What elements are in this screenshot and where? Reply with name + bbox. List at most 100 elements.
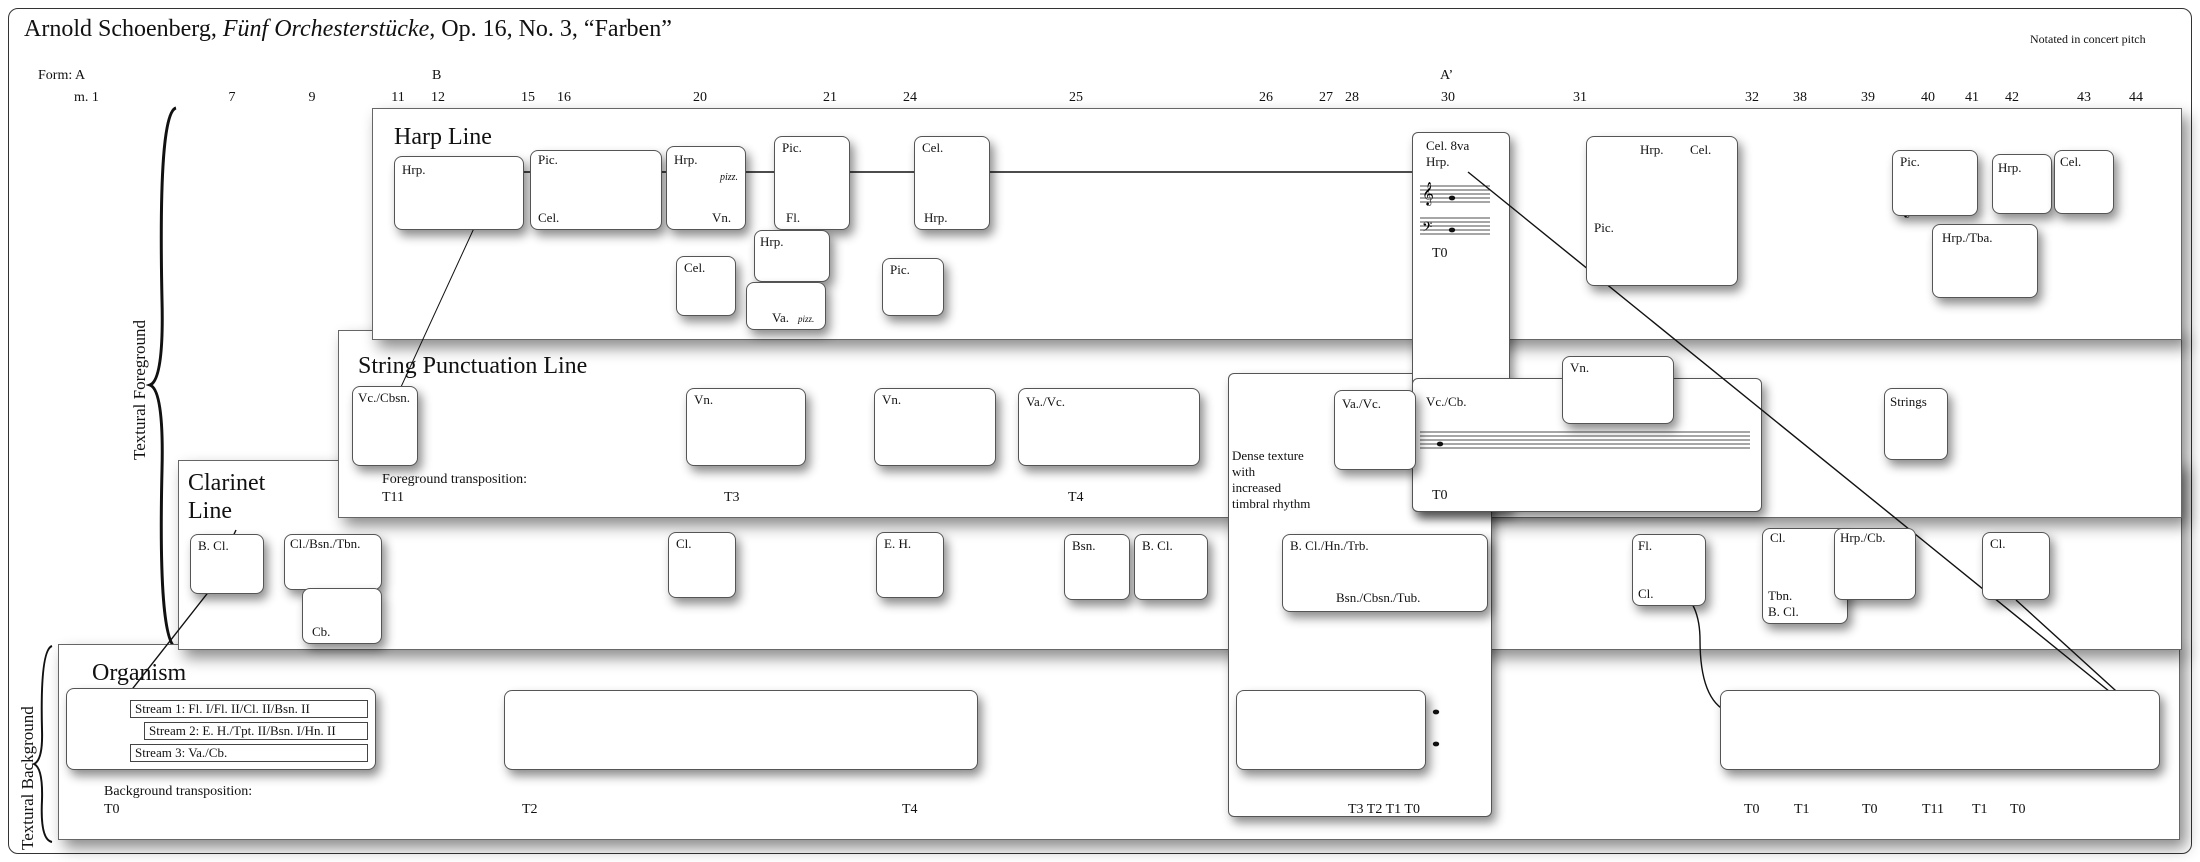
box-hrp-small — [754, 230, 830, 282]
box-organism-4 — [1720, 690, 2160, 770]
dense-text-2: with — [1232, 464, 1256, 479]
box-va-vc2 — [1334, 390, 1416, 470]
box-cl-tbn — [1762, 528, 1848, 624]
label-hrp: Hrp. — [402, 162, 426, 177]
label-vn1: Vn. — [694, 392, 714, 407]
measure-number: 32 — [1745, 90, 1759, 105]
label-r-pic: Pic. — [1900, 154, 1920, 169]
stream-2: Stream 2: E. H./Tpt. II/Bsn. I/Hn. II — [144, 722, 368, 740]
label-pizz: pizz. — [720, 172, 739, 183]
bg-transposition: T1 — [1794, 802, 1810, 817]
label-vn2: Vn. — [882, 392, 902, 407]
bg-transposition: T0 — [1744, 802, 1760, 817]
notehead — [1436, 441, 1444, 447]
box-cel-hrp — [914, 136, 990, 230]
cl3-to-organism-line — [2015, 599, 2127, 701]
box-pic-fl — [774, 136, 850, 230]
organism-title: Organism — [92, 660, 187, 686]
label-cl3: Cl. — [1990, 536, 2006, 551]
label-tbn-bcl: B. Cl. — [1768, 604, 1799, 619]
measure-number: 44 — [2129, 90, 2143, 105]
box-pic-small — [882, 258, 944, 316]
measure-prefix: m. 1 — [74, 90, 99, 105]
label-bsn: Bsn. — [1072, 538, 1096, 553]
bass-clef: 𝄢 — [1422, 219, 1432, 238]
label-cel8va: Cel. 8va — [1426, 138, 1470, 153]
label-vn3: Vn. — [1570, 360, 1590, 375]
measure-number: 9 — [308, 90, 316, 105]
box-organism-2 — [504, 690, 978, 770]
box-r-cel — [2054, 150, 2114, 214]
label-big-cel: Cel. — [1690, 142, 1712, 157]
pitch-note: Notated in concert pitch — [2030, 32, 2146, 46]
label-strings: Strings — [1890, 394, 1927, 409]
label-eh: E. H. — [884, 536, 912, 551]
label-fl-cl: Cl. — [1638, 586, 1654, 601]
label-cl-bsn-tbn: Cl./Bsn./Tbn. — [290, 536, 361, 551]
label-bcl2: B. Cl. — [1142, 538, 1173, 553]
box-hrp-cel-pic — [1586, 136, 1738, 286]
label-hrp-cb: Hrp./Cb. — [1840, 530, 1886, 545]
measure-number: 20 — [693, 90, 707, 105]
measure-number: 11 — [391, 90, 405, 105]
string-t0: T0 — [1432, 488, 1448, 503]
box-vn2 — [874, 388, 996, 466]
diagram-frame — [8, 8, 2192, 854]
measure-number: 39 — [1861, 90, 1875, 105]
label-va-small: Va. — [772, 310, 789, 325]
label-va-pizz: pizz. — [798, 314, 815, 324]
section-b: B — [432, 68, 442, 83]
measure-number: 27 — [1319, 90, 1333, 105]
measure-number: 7 — [228, 90, 236, 105]
box-cb — [302, 588, 382, 644]
label-pic: Pic. — [538, 152, 558, 167]
box-bsn — [1064, 534, 1130, 600]
measure-number: 12 — [431, 90, 445, 105]
bg-transposition: T1 — [1972, 802, 1988, 817]
harp-to-organism-line — [1467, 171, 2121, 701]
box-eh — [876, 532, 944, 598]
box-strings — [1884, 388, 1948, 460]
measure-number: 26 — [1259, 90, 1273, 105]
measure-number: 40 — [1921, 90, 1935, 105]
bg-transposition: T0 — [2010, 802, 2026, 817]
box-bcl-hn-trb — [1282, 534, 1488, 612]
box-cl1 — [668, 532, 736, 598]
measure-number: 31 — [1573, 90, 1587, 105]
label-fl: Fl. — [786, 210, 801, 225]
label-cl2: Cl. — [1770, 530, 1786, 545]
label-cel-hrp: Cel. — [922, 140, 944, 155]
harp-title: Harp Line — [394, 124, 492, 150]
string-title: String Punctuation Line — [358, 353, 588, 379]
label-tbn: Tbn. — [1768, 588, 1793, 603]
measure-number: 41 — [1965, 90, 1979, 105]
bg-transposition: T3 T2 T1 T0 — [1348, 802, 1420, 817]
label-hrp-small: Hrp. — [760, 234, 784, 249]
measure-number: 38 — [1793, 90, 1807, 105]
box-vn1 — [686, 388, 806, 466]
label-r-hrp-tba: Hrp./Tba. — [1942, 230, 1993, 245]
box-hrp-cb — [1834, 528, 1916, 600]
section-a-prime: A’ — [1440, 68, 1454, 83]
bg-transposition: T4 — [902, 802, 918, 817]
box-pic-cel — [530, 150, 662, 230]
stream-1: Stream 1: Fl. I/Fl. II/Cl. II/Bsn. II — [130, 700, 368, 718]
label-r-cel: Cel. — [2060, 154, 2082, 169]
box-harp-hrp — [394, 156, 524, 230]
bg-transposition: T0 — [1862, 802, 1878, 817]
measure-number: 30 — [1441, 90, 1455, 105]
label-hrp-vn: Hrp. — [674, 152, 698, 167]
box-vc-cbsn — [352, 386, 418, 466]
label-pic-fl: Pic. — [782, 140, 802, 155]
bg-transposition: T0 — [104, 802, 120, 817]
label-fl: Fl. — [1638, 538, 1653, 553]
page-title: Arnold Schoenberg, Fünf Orchesterstücke,… — [24, 16, 672, 42]
label-big-hrp: Hrp. — [1640, 142, 1664, 157]
label-cl1: Cl. — [676, 536, 692, 551]
box-r-pic — [1892, 150, 1978, 216]
measure-number: 25 — [1069, 90, 1083, 105]
fg-t3: T3 — [724, 490, 740, 505]
label-vc-cb: Vc./Cb. — [1426, 394, 1467, 409]
box-vn3 — [1562, 356, 1674, 424]
notehead — [1432, 709, 1440, 715]
